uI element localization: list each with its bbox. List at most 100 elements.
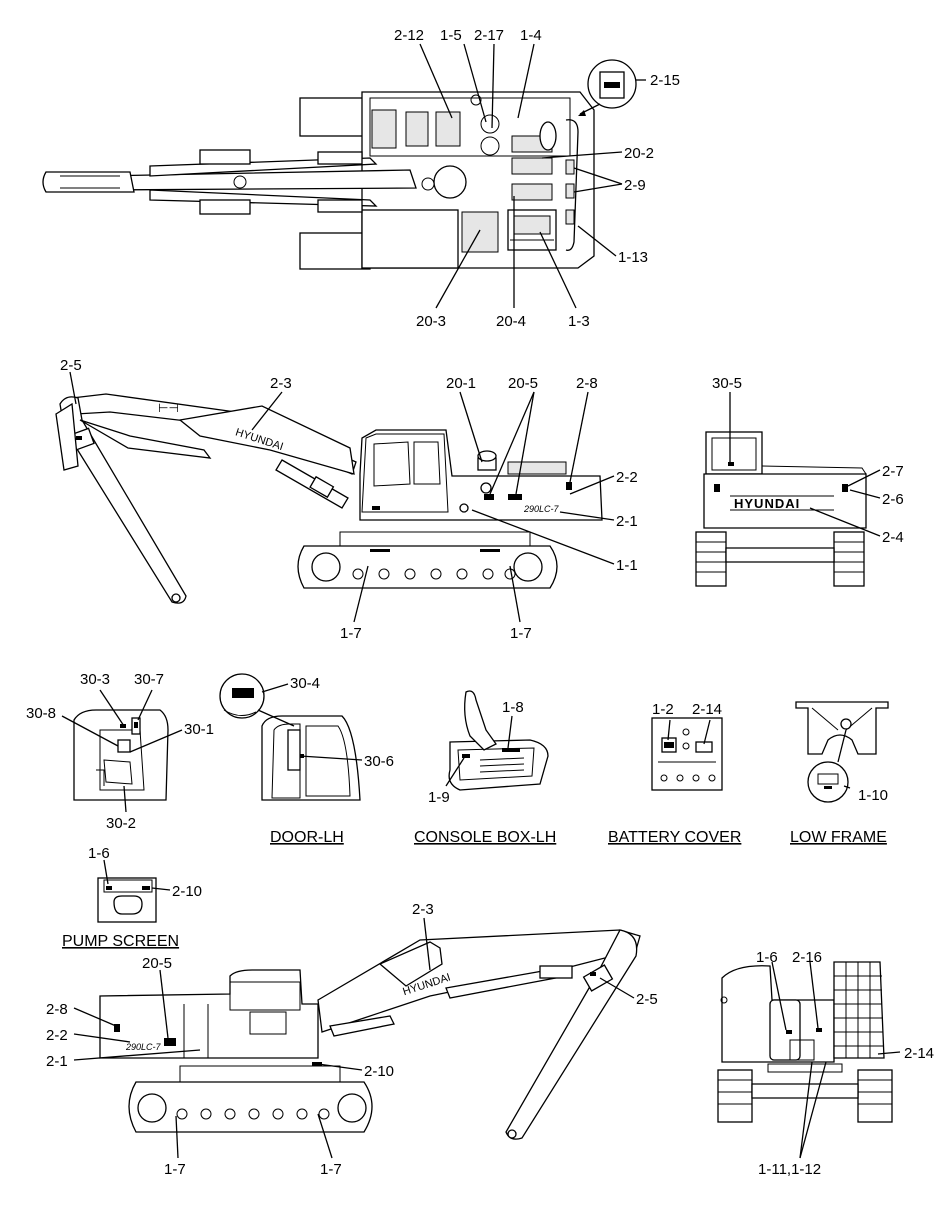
label-top-20-4: 20-4 (496, 313, 526, 330)
top-boom (42, 149, 417, 215)
boom-mark: ⊢⊣ (158, 401, 179, 415)
low-frame-outline (795, 701, 889, 755)
door-lh-view (219, 673, 363, 801)
label-cab-30-7: 30-7 (134, 671, 164, 688)
label-cab-30-8: 30-8 (26, 705, 56, 722)
callout-labels: 2-12 1-5 2-17 1-4 2-15 20-2 2-9 1-13 20-… (26, 27, 934, 1178)
label-side-20-5: 20-5 (508, 375, 538, 392)
cab-interior-outline (73, 709, 169, 801)
label-side-2-5: 2-5 (60, 357, 82, 374)
label-rs-2-3: 2-3 (412, 901, 434, 918)
label-cab-30-2: 30-2 (106, 815, 136, 832)
upper-structure (359, 429, 603, 521)
label-battery-2-14: 2-14 (692, 701, 722, 718)
label-side-1-7a: 1-7 (340, 625, 362, 642)
label-fr-1-11-1-12: 1-11,1-12 (758, 1161, 821, 1178)
label-top-2-12: 2-12 (394, 27, 424, 44)
label-top-20-2: 20-2 (624, 145, 654, 162)
label-fr-2-16: 2-16 (792, 949, 822, 966)
caption-battery: BATTERY COVER (608, 829, 741, 846)
pump-screen-view (97, 859, 171, 923)
model-badge-rh: 290LC-7 (125, 1042, 162, 1052)
label-rs-2-1: 2-1 (46, 1053, 68, 1070)
fr-cab-grid (833, 961, 885, 1059)
caption-low-frame: LOW FRAME (790, 829, 887, 846)
label-top-2-17: 2-17 (474, 27, 504, 44)
side-view-left: HYUNDAI ⊢⊣ 290LC-7 (55, 371, 615, 623)
arm (59, 396, 187, 604)
rear-track-right (833, 531, 865, 587)
label-door-30-4: 30-4 (290, 675, 320, 692)
rh-upper-structure (99, 969, 319, 1059)
label-cab-30-3: 30-3 (80, 671, 110, 688)
cab-interior-view (61, 689, 183, 813)
label-battery-1-2: 1-2 (652, 701, 674, 718)
label-rear-2-4: 2-4 (882, 529, 904, 546)
label-pump-1-6: 1-6 (88, 845, 110, 862)
track-right-front (299, 232, 371, 270)
track-side (297, 545, 558, 589)
label-fr-2-14: 2-14 (904, 1045, 934, 1062)
label-rs-1-7b: 1-7 (320, 1161, 342, 1178)
label-rs-2-10: 2-10 (364, 1063, 394, 1080)
label-rs-2-5: 2-5 (636, 991, 658, 1008)
console-vents (479, 757, 525, 773)
label-top-1-4: 1-4 (520, 27, 542, 44)
label-side-1-1: 1-1 (616, 557, 638, 574)
label-low-1-10: 1-10 (858, 787, 888, 804)
engine-hood-grille (507, 461, 567, 475)
label-cab-30-1: 30-1 (184, 721, 214, 738)
rear-view: HYUNDAI (695, 392, 881, 587)
label-side-2-1: 2-1 (616, 513, 638, 530)
caption-door: DOOR-LH (270, 829, 344, 846)
label-side-1-7b: 1-7 (510, 625, 532, 642)
front-right-view (717, 961, 901, 1159)
view-captions: DOOR-LH CONSOLE BOX-LH BATTERY COVER LOW… (62, 829, 887, 950)
rh-track-rollers (176, 1108, 330, 1120)
top-view (42, 43, 646, 309)
console-box-view (445, 690, 549, 791)
track-left-front (299, 97, 367, 137)
label-rs-2-8: 2-8 (46, 1001, 68, 1018)
label-fr-1-6: 1-6 (756, 949, 778, 966)
label-console-1-9: 1-9 (428, 789, 450, 806)
label-rear-30-5: 30-5 (712, 375, 742, 392)
handrail (565, 119, 579, 251)
label-console-1-8: 1-8 (502, 699, 524, 716)
rh-track (128, 1081, 373, 1133)
label-top-1-5: 1-5 (440, 27, 462, 44)
label-side-2-2: 2-2 (616, 469, 638, 486)
door-outline (261, 715, 361, 801)
label-door-30-6: 30-6 (364, 753, 394, 770)
model-badge-side: 290LC-7 (523, 504, 560, 514)
label-top-1-3: 1-3 (568, 313, 590, 330)
engine-grilles (371, 109, 575, 253)
label-top-2-15: 2-15 (650, 72, 680, 89)
fr-track-right (857, 1069, 893, 1123)
battery-terminals (660, 774, 716, 782)
label-top-1-13: 1-13 (618, 249, 648, 266)
caption-pump: PUMP SCREEN (62, 933, 179, 950)
bucket-top (42, 171, 135, 193)
label-side-20-1: 20-1 (446, 375, 476, 392)
label-side-2-3: 2-3 (270, 375, 292, 392)
side-view-right: HYUNDAI 290LC-7 (73, 917, 641, 1159)
fr-track-left (717, 1069, 753, 1123)
battery-cover-view (651, 717, 723, 791)
label-rear-2-7: 2-7 (882, 463, 904, 480)
low-frame-detail-bubble (807, 761, 849, 803)
rear-track-left (695, 531, 727, 587)
counterweight-brand-text: HYUNDAI (734, 496, 800, 511)
battery-cover-outline (651, 717, 723, 791)
label-rs-1-7a: 1-7 (164, 1161, 186, 1178)
swing-bearing (433, 165, 467, 199)
label-rear-2-6: 2-6 (882, 491, 904, 508)
detail-bubble-2-15 (578, 59, 637, 116)
label-top-20-3: 20-3 (416, 313, 446, 330)
low-frame-view (795, 701, 889, 803)
cab-side (361, 433, 449, 513)
caption-console: CONSOLE BOX-LH (414, 829, 556, 846)
label-rs-20-5: 20-5 (142, 955, 172, 972)
